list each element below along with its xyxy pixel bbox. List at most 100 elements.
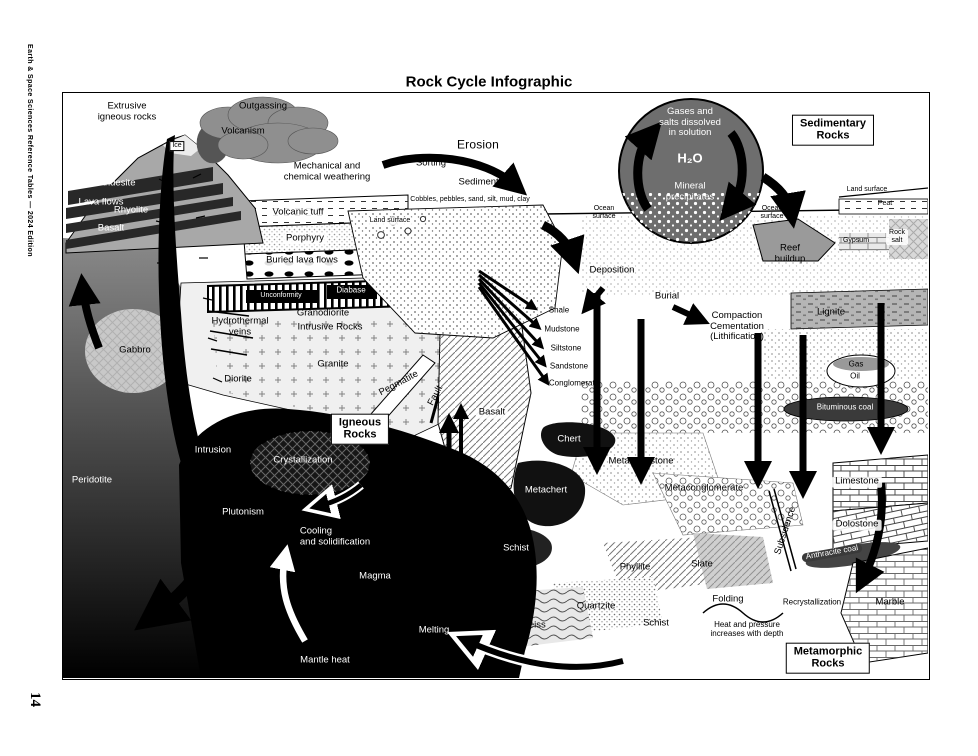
- burial-arrow: [671, 303, 710, 325]
- uplift-arrow: [68, 273, 103, 350]
- circulation-arrow-up: [624, 121, 662, 212]
- label-magma: Magma: [359, 570, 391, 582]
- label-land-surface-left: Land surface: [366, 217, 414, 225]
- label-hydrothermal-veins: Hydrothermal veins: [211, 315, 269, 337]
- label-weathering: Mechanical and chemical weathering: [283, 160, 371, 182]
- label-sedimentary-rocks: Sedimentary Rocks: [791, 114, 875, 146]
- burial-down-arrows: [583, 293, 895, 499]
- label-basalt-center: Basalt: [475, 407, 509, 419]
- smoke-cloud: [196, 96, 339, 164]
- label-rhyolite: Rhyolite: [113, 204, 149, 216]
- label-lava-flows: Lava flows: [78, 196, 124, 208]
- label-land-surface-right: Land surface: [846, 186, 888, 194]
- label-shale: Shale: [548, 305, 570, 315]
- label-metasandstone: Metasandstone: [608, 455, 674, 467]
- label-cooling: Cooling and solidification: [299, 525, 371, 547]
- fold-curve: [702, 603, 784, 623]
- label-limestone: Limestone: [832, 476, 882, 488]
- label-dolostone: Dolostone: [832, 519, 882, 531]
- label-bituminous-coal: Bituminous coal: [816, 402, 874, 412]
- circulation-arrow-down: [719, 130, 757, 221]
- label-outgassing: Outgassing: [238, 100, 288, 112]
- flow-arrows: [68, 153, 895, 673]
- label-metamorphic-rocks: Metamorphic Rocks: [785, 642, 871, 674]
- label-rock-salt: Rock salt: [886, 229, 908, 245]
- label-metaconglomerate: Metaconglomerate: [664, 482, 744, 494]
- marble-arrow: [855, 482, 886, 594]
- sediments-arrow: [540, 220, 585, 275]
- label-deposition: Deposition: [589, 264, 635, 276]
- label-plutonism: Plutonism: [222, 506, 264, 518]
- crystallization-arrow: [301, 481, 364, 520]
- label-intrusion: Intrusion: [194, 444, 232, 456]
- label-erosion: Erosion: [456, 137, 500, 152]
- label-slate: Slate: [691, 558, 713, 570]
- label-igneous-rocks: Igneous Rocks: [330, 413, 390, 445]
- label-gabbro: Gabbro: [119, 344, 151, 356]
- label-schist-lower: Schist: [643, 617, 669, 629]
- label-sandstone: Sandstone: [549, 361, 589, 371]
- label-gases-salts: Gases and salts dissolved in solution: [659, 106, 721, 139]
- label-burial: Burial: [654, 290, 680, 302]
- label-recrystallization: Recrystallization: [782, 597, 842, 607]
- page-title: Rock Cycle Infographic: [405, 73, 573, 91]
- label-phyllite: Phyllite: [619, 561, 651, 573]
- label-intrusive-rocks: Intrusive Rocks: [297, 321, 363, 333]
- eruption-column: [155, 135, 223, 463]
- subduction-arrow: [134, 545, 219, 631]
- label-volcanism: Volcanism: [221, 125, 265, 137]
- metamorphic-region: [488, 422, 804, 649]
- solution-circle: [618, 98, 764, 244]
- label-chert: Chert: [557, 433, 581, 445]
- label-peridotite: Peridotite: [71, 474, 113, 486]
- weathering-arrow: [381, 153, 528, 196]
- label-quartzite: Quartzite: [576, 600, 616, 612]
- label-diorite: Diorite: [224, 373, 252, 385]
- label-sediments: Sediments: [458, 176, 504, 188]
- label-cobbles: Cobbles, pebbles, sand, silt, mud, clay: [410, 196, 530, 204]
- label-oil: Oil: [850, 371, 860, 381]
- label-heat-pressure: Heat and pressure increases with depth: [710, 620, 784, 638]
- label-reef-buildup: Reef buildup: [774, 242, 806, 264]
- label-h2o: H₂O: [677, 150, 703, 166]
- label-folding: Folding: [712, 593, 744, 605]
- label-andesite: Andesite: [98, 177, 136, 189]
- label-marble: Marble: [875, 596, 905, 608]
- label-peat: Peat: [877, 200, 893, 208]
- label-sorting: Sorting: [415, 157, 447, 169]
- label-basalt-volcano: Basalt: [97, 222, 125, 234]
- label-mantle-heat: Mantle heat: [300, 654, 350, 666]
- label-ocean-surface-right: Ocean surface: [760, 205, 784, 220]
- rock-cycle-diagram: [63, 93, 928, 678]
- label-extrusive-igneous: Extrusive igneous rocks: [97, 100, 157, 122]
- label-metachert: Metachert: [524, 484, 568, 496]
- label-crystallization: Crystallization: [273, 454, 333, 466]
- label-melting: Melting: [418, 624, 450, 636]
- metachert-body: [513, 460, 586, 527]
- sorting-fan-arrows: [477, 269, 550, 386]
- diagram-frame: [62, 92, 930, 680]
- label-volcanic-tuff: Volcanic tuff: [269, 207, 327, 219]
- page-number: 14: [27, 692, 43, 707]
- label-granite: Granite: [317, 358, 349, 370]
- label-conglomerate: Conglomerate: [548, 378, 600, 388]
- label-porphyry: Porphyry: [282, 233, 328, 245]
- label-gas: Gas: [848, 359, 864, 369]
- label-ice: Ice: [169, 141, 185, 151]
- label-diabase: Diabase: [336, 285, 366, 295]
- label-buried-lava-flows: Buried lava flows: [263, 255, 341, 267]
- label-ocean-surface-left: Ocean surface: [592, 205, 616, 220]
- label-gneiss: Gneiss: [516, 619, 546, 631]
- melting-arrow: [446, 629, 625, 673]
- label-gypsum: Gypsum: [842, 237, 870, 245]
- label-compaction: Compaction Cementation (Lithification): [710, 310, 764, 343]
- mantle-heat-arrow: [256, 533, 311, 645]
- edition-sidebar-text: Earth & Space Sciences Reference Tables …: [26, 44, 33, 257]
- label-lignite: Lignite: [817, 306, 845, 318]
- label-granodiorite: Granodiorite: [296, 307, 350, 319]
- precipitation-arrow: [760, 173, 806, 229]
- label-siltstone: Siltstone: [550, 343, 582, 353]
- label-mudstone: Mudstone: [544, 324, 580, 334]
- label-unconformity: Unconformity: [260, 292, 302, 300]
